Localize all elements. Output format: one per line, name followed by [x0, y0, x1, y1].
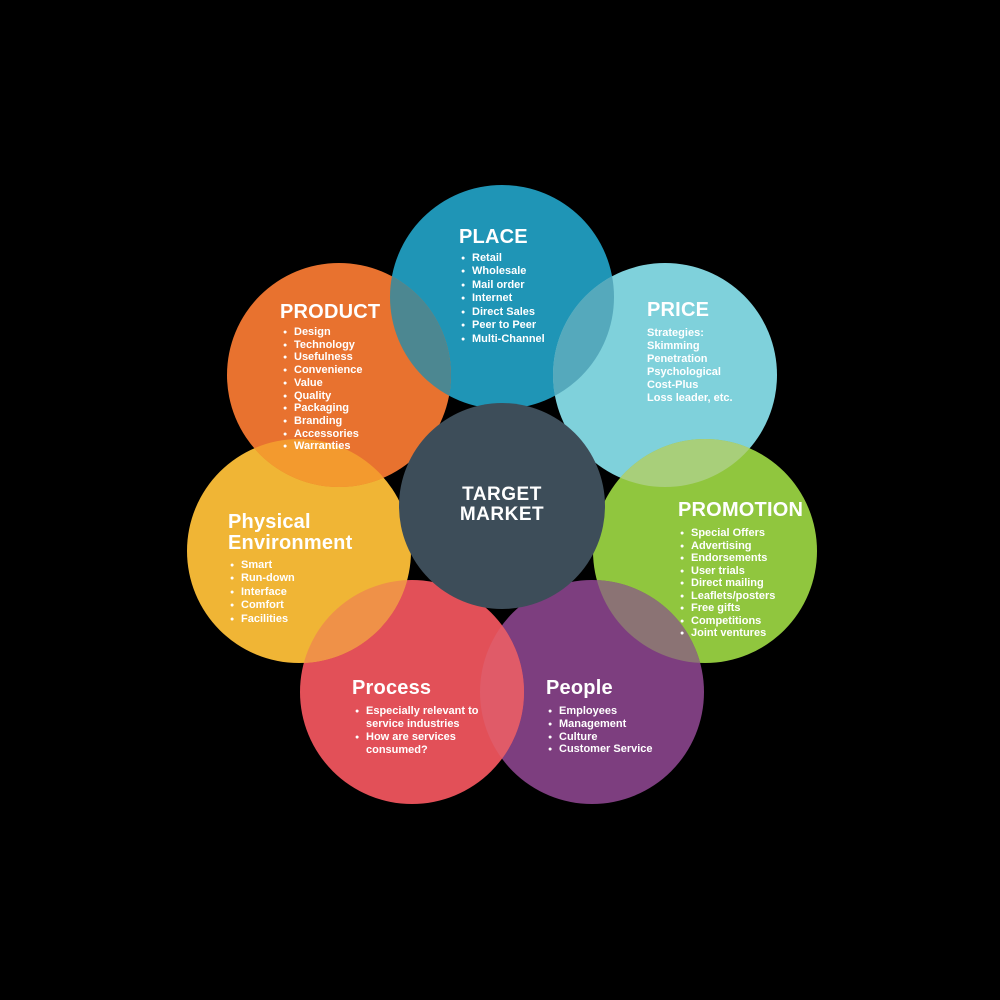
product-section: PRODUCT Design Technology Usefulness Con… — [280, 300, 380, 453]
process-section: Process Especially relevant to service i… — [352, 676, 492, 757]
list-item: Technology — [283, 339, 380, 352]
physical-environment-title: Physical Environment — [228, 511, 353, 554]
promotion-title: PROMOTION — [678, 499, 804, 521]
list-item: Special Offers — [680, 527, 803, 540]
list-item: Endorsements — [680, 552, 803, 565]
list-item: Design — [283, 326, 380, 339]
list-item: Wholesale — [461, 265, 545, 279]
list-item: Value — [283, 377, 380, 390]
target-market-line2: MARKET — [459, 504, 545, 525]
product-place-overlap — [390, 263, 451, 409]
place-price-overlap — [553, 263, 614, 409]
list-item: Employees — [548, 705, 653, 718]
product-title: PRODUCT — [280, 301, 381, 323]
list-item: Loss leader, etc. — [647, 392, 733, 404]
promotion-section: PROMOTION Special Offers Advertising End… — [678, 498, 803, 640]
list-item: Smart — [230, 559, 378, 572]
people-list: Employees Management Culture Customer Se… — [548, 705, 653, 756]
list-item: Direct mailing — [680, 577, 803, 590]
product-list: Design Technology Usefulness Convenience… — [283, 326, 380, 453]
list-item: Accessories — [283, 428, 380, 441]
list-item: Competitions — [680, 615, 803, 628]
list-item: Direct Sales — [461, 306, 545, 320]
list-item: Quality — [283, 390, 380, 403]
list-item: Interface — [230, 586, 378, 599]
list-item: User trials — [680, 565, 803, 578]
list-item: Retail — [461, 252, 545, 266]
list-item: Run-down — [230, 572, 378, 585]
list-item: Culture — [548, 731, 653, 744]
list-item: Packaging — [283, 402, 380, 415]
list-item: Especially relevant to service industrie… — [355, 705, 492, 731]
place-list: Retail Wholesale Mail order Internet Dir… — [461, 252, 545, 347]
list-item: Skimming — [647, 340, 700, 352]
price-section: PRICE Strategies: Skimming Penetration P… — [647, 298, 733, 405]
promotion-list: Special Offers Advertising Endorsements … — [680, 527, 803, 640]
process-list: Especially relevant to service industrie… — [355, 705, 492, 757]
list-item: Leaflets/posters — [680, 590, 803, 603]
list-item: Mail order — [461, 279, 545, 293]
physical-environment-list: Smart Run-down Interface Comfort Facilit… — [230, 559, 378, 626]
promotion-people-overlap — [593, 580, 704, 663]
price-list: Strategies: Skimming Penetration Psychol… — [647, 327, 733, 405]
list-item: Advertising — [680, 540, 803, 553]
place-title: PLACE — [459, 226, 528, 248]
list-item: Strategies: — [647, 327, 704, 339]
price-title: PRICE — [647, 299, 710, 321]
list-item: Free gifts — [680, 602, 803, 615]
place-section: PLACE Retail Wholesale Mail order Intern… — [459, 225, 545, 346]
list-item: Penetration — [647, 353, 708, 365]
list-item: Psychological — [647, 366, 721, 378]
target-market-line1: TARGET — [462, 484, 542, 505]
list-item: Warranties — [283, 440, 380, 453]
list-item: Multi-Channel — [461, 333, 545, 347]
target-market-circle — [399, 403, 605, 609]
process-title: Process — [352, 677, 432, 699]
list-item: Joint ventures — [680, 627, 803, 640]
list-item: How are services consumed? — [355, 731, 492, 757]
list-item: Internet — [461, 292, 545, 306]
list-item: Usefulness — [283, 351, 380, 364]
list-item: Cost-Plus — [647, 379, 699, 391]
people-title: People — [546, 677, 613, 699]
list-item: Customer Service — [548, 743, 653, 756]
list-item: Management — [548, 718, 653, 731]
list-item: Branding — [283, 415, 380, 428]
list-item: Convenience — [283, 364, 380, 377]
list-item: Peer to Peer — [461, 319, 545, 333]
people-section: People Employees Management Culture Cust… — [546, 676, 653, 756]
physical-environment-section: Physical Environment Smart Run-down Inte… — [228, 512, 378, 626]
list-item: Facilities — [230, 613, 378, 626]
list-item: Comfort — [230, 599, 378, 612]
target-market-label: TARGET MARKET — [402, 485, 602, 525]
